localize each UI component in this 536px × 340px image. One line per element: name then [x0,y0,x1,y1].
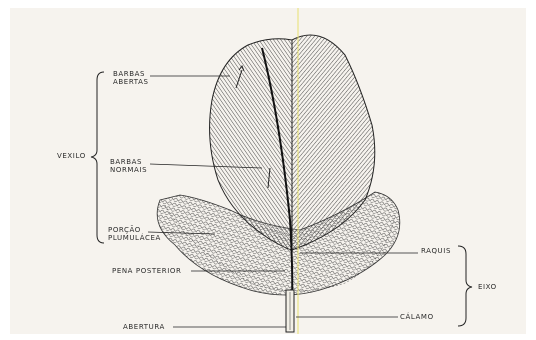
label-porcao-plumulacea: PORÇÃO PLUMULÁCEA [108,226,161,242]
label-barbas-normais-line1: BARBAS [110,158,147,166]
label-barbas-normais-line2: NORMAIS [110,166,147,174]
label-abertura: ABERTURA [123,323,165,331]
label-vexilo: VEXILO [57,152,86,160]
label-eixo: EIXO [478,283,497,291]
label-barbas-normais: BARBAS NORMAIS [110,158,147,174]
label-porcao-line1: PORÇÃO [108,226,161,234]
label-calamo: CÁLAMO [400,313,434,321]
label-pena-posterior: PENA POSTERIOR [112,267,181,275]
label-raquis: RAQUIS [421,247,451,255]
label-barbas-abertas-line2: ABERTAS [113,78,149,86]
label-barbas-abertas-line1: BARBAS [113,70,149,78]
eixo-brace [458,246,472,326]
label-porcao-line2: PLUMULÁCEA [108,234,161,242]
vexilo-brace [91,72,104,243]
label-barbas-abertas: BARBAS ABERTAS [113,70,149,86]
